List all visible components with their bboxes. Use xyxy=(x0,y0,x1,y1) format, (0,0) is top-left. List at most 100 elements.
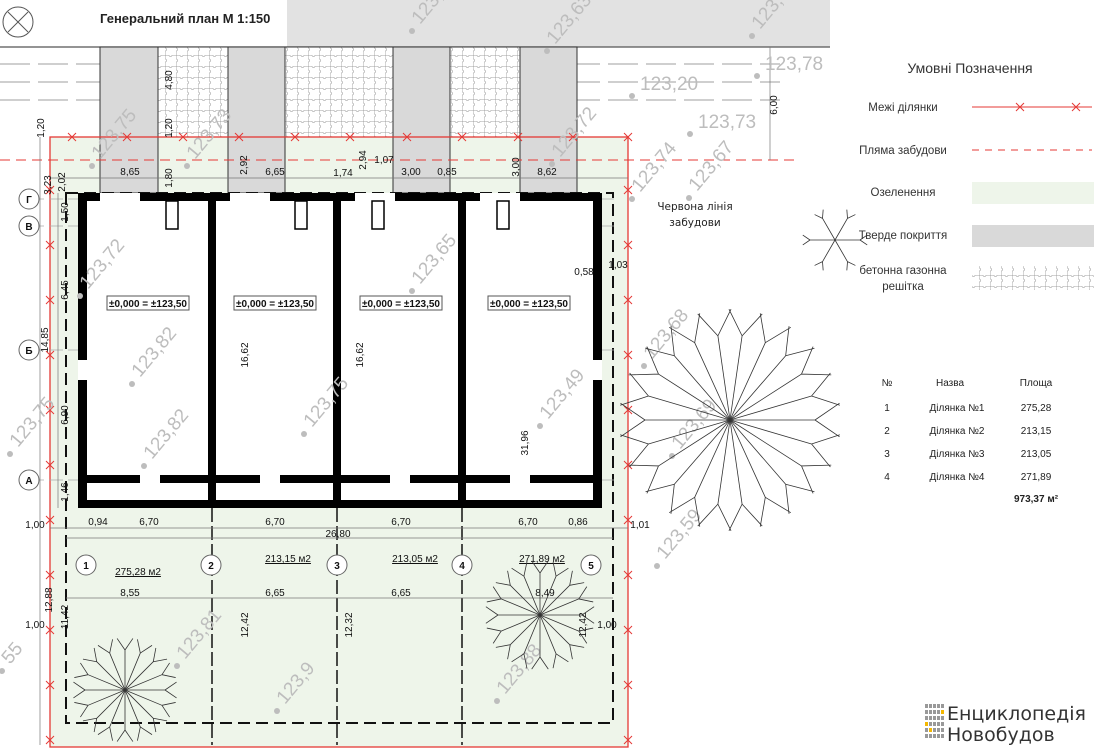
elevation-point xyxy=(641,363,647,369)
legend-swatch-paver-grid xyxy=(972,266,1094,290)
table-header: № xyxy=(882,378,893,389)
logo-tile xyxy=(929,716,932,720)
axis-label: В xyxy=(25,222,32,233)
boundary-x-marker xyxy=(623,625,633,635)
tree-branch xyxy=(511,614,541,669)
plot-divisions xyxy=(211,508,463,745)
boundary-x-marker xyxy=(568,132,578,142)
dimension-label: 12,42 xyxy=(240,612,251,637)
dimension-label: 8,49 xyxy=(535,588,555,599)
table-header: Назва xyxy=(936,378,964,389)
tree-branch xyxy=(539,614,569,669)
boundary-x-marker xyxy=(45,405,55,415)
elevation-point xyxy=(141,463,147,469)
boundary-x-marker xyxy=(290,132,300,142)
elevation-label: 55 xyxy=(0,639,27,669)
boundary-x-marker xyxy=(45,240,55,250)
dimension-label: 1,00 xyxy=(25,620,45,631)
dimension-label: 2,94 xyxy=(358,150,369,170)
legend-swatch-hard-surface xyxy=(972,225,1094,247)
tree-branch xyxy=(82,647,126,691)
dimension-label: 6,45 xyxy=(60,280,71,300)
legend: Умовні Позначення Межі ділянки Пляма заб… xyxy=(859,60,1094,293)
axis-label: А xyxy=(25,476,32,487)
elevation-point xyxy=(274,708,280,714)
tree-branch xyxy=(124,662,176,691)
elevation-point xyxy=(409,288,415,294)
tree-branch xyxy=(97,689,126,741)
legend-title: Умовні Позначення xyxy=(907,60,1032,76)
elevation-point xyxy=(129,381,135,387)
elevation-point xyxy=(89,163,95,169)
tree-branch xyxy=(729,419,832,494)
logo-tile xyxy=(933,704,936,708)
logo-tile xyxy=(933,710,936,714)
dimension-label: 1,20 xyxy=(36,118,47,138)
logo-tile xyxy=(925,722,928,726)
boundary-x-marker xyxy=(623,350,633,360)
logo-tile xyxy=(941,704,944,708)
plot-area-label: 213,15 м2 xyxy=(265,554,311,565)
road-area xyxy=(287,0,830,47)
legend-x-marker-icon xyxy=(1015,102,1081,112)
table-cell: 213,05 xyxy=(1021,449,1052,460)
legend-label: Озеленення xyxy=(871,187,936,199)
logo-tile xyxy=(933,728,936,732)
dimension-label: 8,65 xyxy=(120,167,140,178)
dimension-label: 16,62 xyxy=(240,342,251,367)
tree-branch xyxy=(97,639,126,691)
logo-tile xyxy=(925,734,928,738)
axis-label: Г xyxy=(26,195,32,206)
tree-branch xyxy=(620,419,731,468)
table-total: 973,37 м² xyxy=(1014,494,1059,505)
boundary-x-marker xyxy=(623,570,633,580)
tree-branch xyxy=(669,419,731,527)
logo-tile xyxy=(941,728,944,732)
tree-branch xyxy=(511,561,541,616)
table-cell: 275,28 xyxy=(1021,403,1052,414)
legend-label: Тверде покриття xyxy=(859,230,948,242)
level-label: ±0,000 = ±123,50 xyxy=(109,299,187,310)
tree-branch xyxy=(728,308,763,421)
elevation-point xyxy=(669,453,675,459)
elevation-point xyxy=(409,28,415,34)
plot-area-label: 213,05 м2 xyxy=(392,554,438,565)
table-cell: Ділянка №4 xyxy=(930,472,985,483)
dimension-label: 11,42 xyxy=(60,604,71,629)
logo-tile xyxy=(925,716,928,720)
boundary-x-marker xyxy=(178,132,188,142)
tree-branch xyxy=(729,313,791,421)
logo-tile xyxy=(941,716,944,720)
tree-branch xyxy=(729,372,840,421)
dimension-label: 6,70 xyxy=(518,517,538,528)
townhouse-block xyxy=(78,193,602,508)
plot-area-label: 275,28 м2 xyxy=(115,567,161,578)
dimension-label: 26,80 xyxy=(325,529,350,540)
logo-text: Новобудов xyxy=(947,724,1055,746)
logo: Енциклопедія Новобудов xyxy=(925,703,1086,746)
boundary-x-marker xyxy=(623,185,633,195)
dimension-label: 4,80 xyxy=(164,70,175,90)
table-cell: 2 xyxy=(884,426,890,437)
site-boundary xyxy=(49,136,629,748)
tree-branch xyxy=(645,326,731,421)
axis-label: 1 xyxy=(83,561,89,572)
elevation-point xyxy=(77,293,83,299)
logo-tile xyxy=(929,722,932,726)
tree-branch xyxy=(697,308,732,421)
tree-branch xyxy=(728,419,763,532)
tree-branch xyxy=(628,419,731,494)
logo-tile xyxy=(937,722,940,726)
dimension-label: 1,00 xyxy=(597,620,617,631)
dimension-label: 1,20 xyxy=(164,118,175,138)
dimension-label: 2,92 xyxy=(239,155,250,175)
boundary-x-marker xyxy=(623,240,633,250)
elevation-label: 123,67 xyxy=(685,137,738,195)
elevation-label: 123,74 xyxy=(628,138,682,196)
elevation-label: 123,20 xyxy=(640,74,698,95)
logo-tile xyxy=(933,722,936,726)
boundary-x-marker xyxy=(45,680,55,690)
tree-branch xyxy=(73,681,125,699)
logo-tile xyxy=(925,710,928,714)
tree-branch xyxy=(620,402,730,438)
